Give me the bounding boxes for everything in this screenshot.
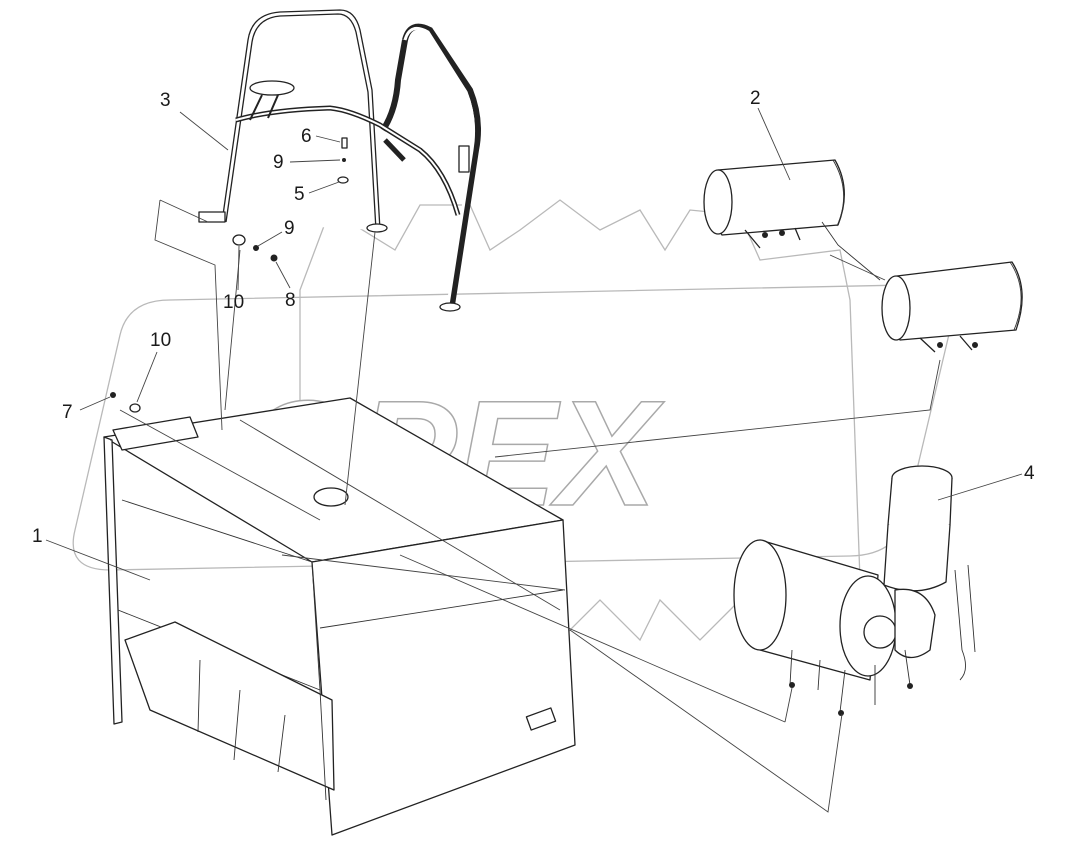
nut-8 (270, 254, 278, 262)
mounting-hardware (110, 137, 349, 413)
washer-10-top (232, 234, 246, 246)
callout-7: 7 (62, 402, 73, 423)
washer-10-lower (129, 403, 141, 413)
bolt-7 (110, 392, 116, 398)
callout-6: 6 (301, 126, 312, 147)
callout-9-lower: 9 (284, 218, 295, 239)
bolt-6 (341, 137, 348, 149)
air-tanks (703, 159, 1023, 353)
air-cleaner (733, 465, 976, 716)
callout-4: 4 (1024, 463, 1035, 484)
callout-1: 1 (32, 526, 43, 547)
washer-9-top (342, 158, 346, 162)
cabinet (103, 397, 576, 836)
assembly-lines (119, 199, 941, 813)
callout-10-lower: 10 (150, 330, 171, 351)
callout-2: 2 (750, 88, 761, 109)
callout-3: 3 (160, 90, 171, 111)
callout-10-top: 10 (223, 292, 244, 313)
callout-9-top: 9 (273, 152, 284, 173)
callout-5: 5 (294, 184, 305, 205)
callouts: 3 6 9 5 9 10 8 10 7 1 2 4 (32, 88, 1035, 581)
washer-9-lower (253, 245, 259, 251)
callout-8: 8 (285, 290, 296, 311)
nut-5 (337, 176, 349, 184)
handrail-frame (198, 9, 481, 312)
